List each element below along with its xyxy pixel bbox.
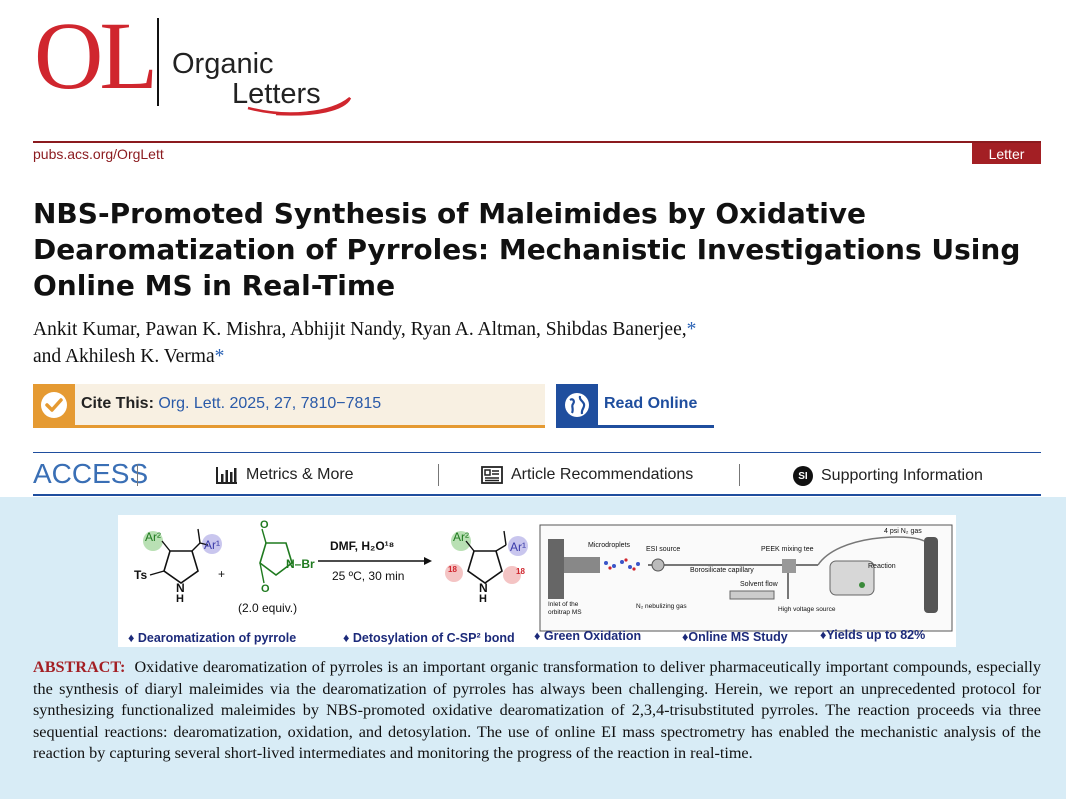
- toc-product-nh: N: [479, 581, 488, 595]
- abstract-label: ABSTRACT:: [33, 658, 126, 676]
- bar-chart-icon: [216, 467, 237, 484]
- journal-logo-abbrev: OL: [34, 2, 158, 109]
- setup-hv: High voltage source: [778, 606, 836, 613]
- metrics-more-label: Metrics & More: [246, 466, 354, 483]
- toc-h: H: [176, 593, 184, 605]
- reaction-scheme-drawing: [143, 524, 953, 632]
- setup-borosilicate: Borosilicate capillary: [690, 567, 754, 574]
- author-list: Ankit Kumar, Pawan K. Mishra, Abhijit Na…: [33, 316, 1023, 370]
- authors-line-2[interactable]: and Akhilesh K. Verma: [33, 346, 215, 367]
- access-top-rule: [33, 452, 1041, 453]
- toc-ts: Ts: [134, 568, 148, 582]
- toc-product-ar1: Ar¹: [510, 540, 526, 554]
- toc-bullet: ♦Yields up to 82%: [820, 628, 926, 642]
- toc-equiv: (2.0 equiv.): [238, 601, 298, 615]
- toc-plus: +: [218, 567, 226, 581]
- toc-nh: N: [176, 581, 185, 595]
- si-badge-icon: SI: [793, 466, 813, 486]
- toc-o18-left: 18: [448, 565, 457, 574]
- journal-url-link[interactable]: pubs.acs.org/OrgLett: [33, 146, 164, 162]
- setup-nebulizing: N₂ nebulizing gas: [636, 603, 687, 610]
- logo-divider: [157, 18, 159, 106]
- article-recommendations-label: Article Recommendations: [511, 466, 694, 483]
- toc-nbs-o-bottom: O: [261, 583, 270, 595]
- cite-label: Cite This:: [81, 395, 154, 412]
- supporting-information-link[interactable]: SI Supporting Information: [793, 466, 983, 486]
- article-title: NBS-Promoted Synthesis of Maleimides by …: [33, 197, 1021, 302]
- toc-conditions: 25 ºC, 30 min: [332, 569, 405, 583]
- setup-gas: 4 psi N₂ gas: [884, 528, 922, 535]
- toc-product-h: H: [479, 593, 487, 605]
- corresponding-author-mark[interactable]: *: [214, 346, 225, 367]
- access-separator: [438, 464, 439, 486]
- abstract-body: ABSTRACT: Oxidative dearomatization of p…: [33, 657, 1041, 765]
- toc-bullet: ♦ Dearomatization of pyrrole: [128, 631, 297, 645]
- toc-product-ar2: Ar²: [453, 530, 469, 544]
- read-online-label: Read Online: [604, 395, 698, 412]
- document-list-icon: [481, 466, 503, 484]
- setup-inlet: Inlet of the: [548, 601, 579, 608]
- toc-o18-right: 18: [516, 567, 525, 576]
- abstract-text: Oxidative dearomatization of pyrroles is…: [33, 658, 1041, 762]
- article-type-badge: Letter: [972, 143, 1041, 164]
- authors-line-1[interactable]: Ankit Kumar, Pawan K. Mishra, Abhijit Na…: [33, 319, 687, 340]
- toc-nbs-label: N–Br: [286, 557, 315, 571]
- toc-bullet: ♦ Green Oxidation: [534, 629, 642, 643]
- corresponding-author-mark[interactable]: *: [686, 319, 697, 340]
- setup-peek: PEEK mixing tee: [761, 546, 814, 553]
- supporting-information-label: Supporting Information: [821, 467, 983, 484]
- toc-graphic: Ar² Ar¹ Ts N H + O N–Br O (2.0 equiv.) D…: [118, 515, 956, 647]
- globe-icon: [556, 384, 598, 425]
- cite-this-box[interactable]: Cite This: Org. Lett. 2025, 27, 7810−781…: [33, 384, 545, 428]
- setup-microdroplets: Microdroplets: [588, 542, 631, 549]
- setup-esi-source: ESI source: [646, 546, 681, 553]
- toc-bullet: ♦Online MS Study: [682, 630, 788, 644]
- access-bottom-rule: [33, 494, 1041, 496]
- access-separator: [739, 464, 740, 486]
- logo-swoosh-icon: [247, 97, 352, 116]
- setup-solvent-flow: Solvent flow: [740, 581, 778, 588]
- checkmark-icon: [33, 384, 75, 425]
- header-rule: [33, 141, 1041, 143]
- article-recommendations-link[interactable]: Article Recommendations: [481, 466, 693, 484]
- access-separator: [137, 464, 138, 486]
- toc-ar2: Ar²: [145, 530, 161, 544]
- cite-reference-link[interactable]: Org. Lett. 2025, 27, 7810−7815: [158, 395, 382, 412]
- toc-bullet: ♦ Detosylation of C-SP² bond: [343, 631, 515, 645]
- setup-orbitrap: orbitrap MS: [548, 609, 582, 616]
- setup-reaction: Reaction: [868, 563, 896, 570]
- journal-logo-word-letters: Letters: [232, 78, 321, 110]
- toc-reagents: DMF, H₂O¹⁸: [330, 539, 395, 553]
- cite-text: Cite This: Org. Lett. 2025, 27, 7810−781…: [81, 395, 381, 413]
- metrics-more-link[interactable]: Metrics & More: [216, 466, 354, 484]
- read-online-button[interactable]: Read Online: [556, 384, 714, 428]
- journal-logo-word-organic: Organic: [172, 48, 274, 80]
- toc-ar1: Ar¹: [204, 538, 220, 552]
- toc-nbs-o-top: O: [260, 519, 269, 531]
- access-label: ACCESS: [33, 458, 149, 489]
